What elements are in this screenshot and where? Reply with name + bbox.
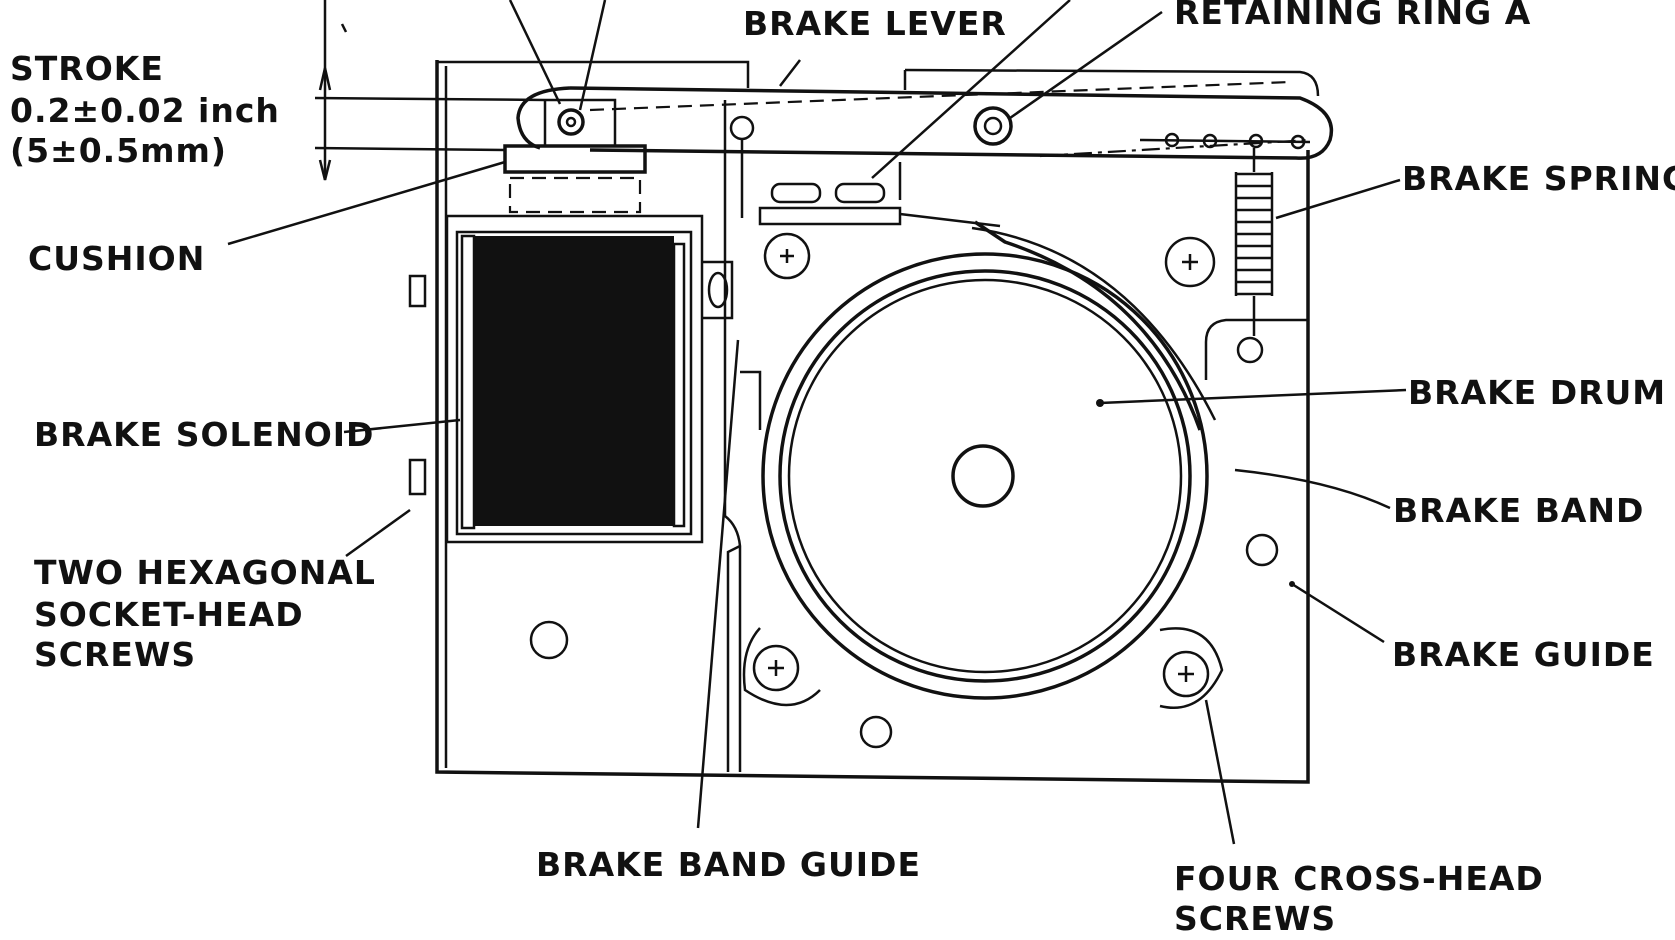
label-four-cross-line1: FOUR CROSS-HEAD bbox=[1174, 859, 1544, 898]
label-brake-band-guide: BRAKE BAND GUIDE bbox=[536, 845, 921, 884]
label-brake-spring: BRAKE SPRING bbox=[1402, 159, 1675, 198]
labels: BRAKE LEVER RETAINING RING A STROKE 0.2±… bbox=[10, 0, 1675, 938]
label-two-hex-line2: SOCKET-HEAD bbox=[34, 595, 304, 634]
label-brake-guide: BRAKE GUIDE bbox=[1392, 635, 1655, 674]
label-stroke-title: STROKE bbox=[10, 49, 164, 88]
stroke-dimension bbox=[314, 0, 546, 181]
label-four-cross-line2: SCREWS bbox=[1174, 899, 1336, 938]
label-stroke-mm: (5±0.5mm) bbox=[10, 131, 227, 170]
label-brake-solenoid: BRAKE SOLENOID bbox=[34, 415, 374, 454]
label-cushion: CUSHION bbox=[28, 239, 205, 278]
label-retaining-ring: RETAINING RING A bbox=[1174, 0, 1531, 32]
label-two-hex-line1: TWO HEXAGONAL bbox=[34, 553, 376, 592]
brake-drum bbox=[761, 220, 1217, 700]
band-guide-clamp bbox=[758, 162, 1001, 280]
label-two-hex-line3: SCREWS bbox=[34, 635, 196, 674]
leader-lines bbox=[227, 0, 1407, 845]
brake-solenoid bbox=[408, 214, 734, 660]
label-brake-band: BRAKE BAND bbox=[1393, 491, 1644, 530]
brake-spring bbox=[1234, 148, 1274, 364]
cross-head-screws bbox=[742, 236, 1295, 749]
plunger-cushion bbox=[503, 98, 647, 214]
brake-lever bbox=[516, 80, 1334, 218]
label-brake-lever: BRAKE LEVER bbox=[743, 4, 1007, 43]
label-brake-drum: BRAKE DRUM bbox=[1408, 373, 1666, 412]
label-stroke-inch: 0.2±0.02 inch bbox=[10, 91, 280, 130]
